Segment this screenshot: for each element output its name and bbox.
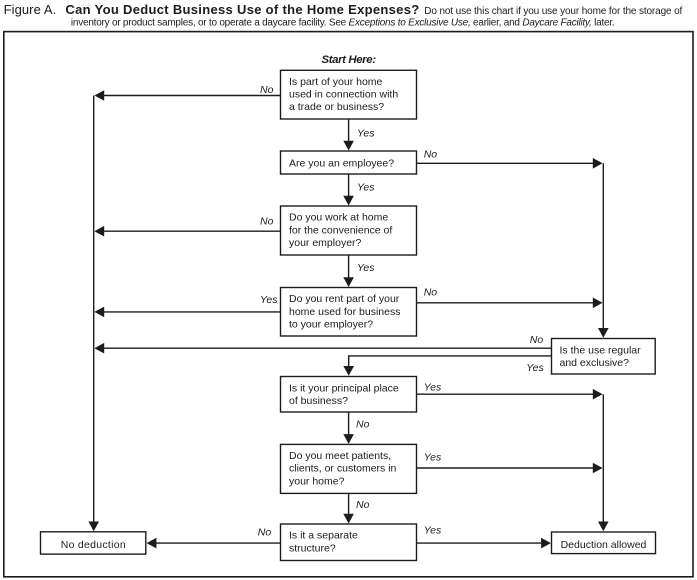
svg-text:Start Here:: Start Here: xyxy=(322,54,377,66)
svg-text:No: No xyxy=(356,419,370,431)
svg-text:and exclusive?: and exclusive? xyxy=(560,357,630,369)
svg-text:Deduction allowed: Deduction allowed xyxy=(561,539,647,551)
svg-text:your home?: your home? xyxy=(289,475,345,487)
svg-text:No: No xyxy=(424,148,438,160)
svg-text:your employer?: your employer? xyxy=(289,237,362,249)
svg-text:Yes: Yes xyxy=(357,262,375,274)
svg-text:Can You Deduct Business Use of: Can You Deduct Business Use of the Home … xyxy=(65,2,419,17)
svg-text:No: No xyxy=(260,84,274,96)
svg-text:home used for business: home used for business xyxy=(289,306,400,318)
svg-text:of business?: of business? xyxy=(289,395,348,407)
svg-text:Do you meet patients,: Do you meet patients, xyxy=(289,450,391,462)
svg-text:used in connection with: used in connection with xyxy=(289,89,398,101)
svg-text:for the convenience of: for the convenience of xyxy=(289,224,392,236)
svg-text:Are you an employee?: Are you an employee? xyxy=(289,158,394,170)
svg-text:Figure A.: Figure A. xyxy=(4,2,57,17)
svg-text:structure?: structure? xyxy=(289,542,336,554)
svg-text:No deduction: No deduction xyxy=(61,539,126,551)
svg-text:Is it a separate: Is it a separate xyxy=(289,530,358,542)
svg-text:to your employer?: to your employer? xyxy=(289,318,373,330)
svg-text:Is the use regular: Is the use regular xyxy=(560,344,642,356)
svg-text:Yes: Yes xyxy=(357,128,375,140)
svg-text:No: No xyxy=(260,215,274,227)
svg-text:Yes: Yes xyxy=(526,362,544,374)
svg-text:clients, or customers in: clients, or customers in xyxy=(289,463,397,475)
svg-text:Yes: Yes xyxy=(260,294,278,306)
svg-text:No: No xyxy=(258,527,272,539)
svg-text:a trade or business?: a trade or business? xyxy=(289,101,384,113)
svg-text:Yes: Yes xyxy=(424,381,442,393)
svg-text:Do you rent part of your: Do you rent part of your xyxy=(289,293,400,305)
svg-text:Yes: Yes xyxy=(357,182,375,194)
svg-text:Do you work at home: Do you work at home xyxy=(289,212,388,224)
svg-text:Yes: Yes xyxy=(424,525,442,537)
svg-text:Is it your principal place: Is it your principal place xyxy=(289,382,399,394)
svg-text:Is part of your home: Is part of your home xyxy=(289,76,383,88)
svg-text:No: No xyxy=(356,499,370,511)
svg-text:No: No xyxy=(424,286,438,298)
svg-text:Do not use this chart if you u: Do not use this chart if you use your ho… xyxy=(424,6,682,17)
svg-text:Yes: Yes xyxy=(424,451,442,463)
svg-text:No: No xyxy=(530,334,544,346)
svg-text:inventory or product samples,: inventory or product samples, or to oper… xyxy=(71,17,615,28)
